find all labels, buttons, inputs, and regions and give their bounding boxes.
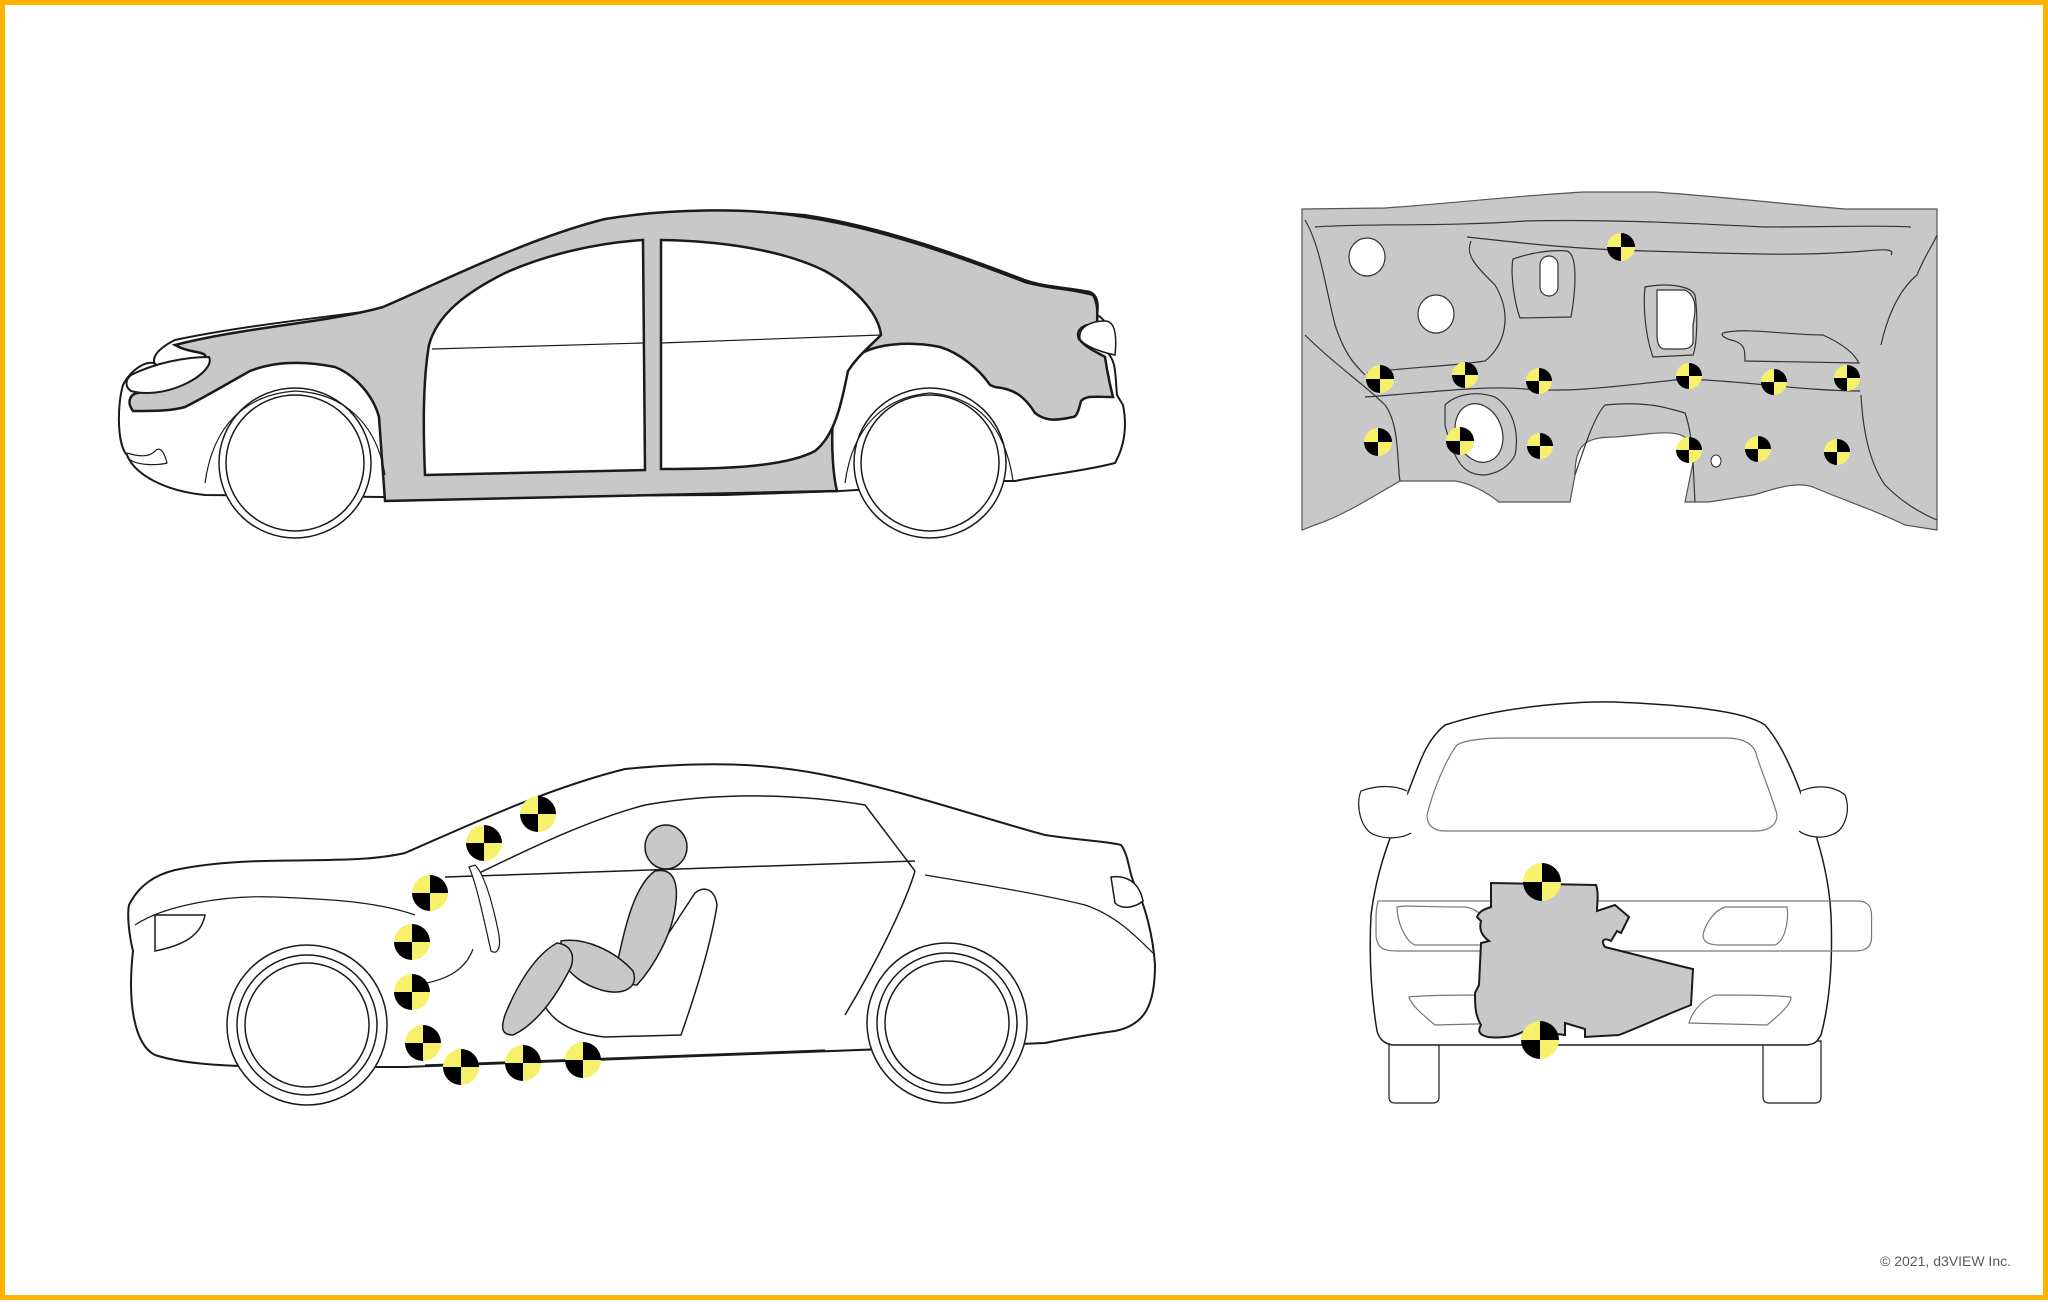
side-body-shell-panel (5, 5, 2048, 1305)
crash-target-marker-icon (1761, 369, 1787, 395)
car-side-occupant-drawing (127, 763, 1157, 1106)
crash-target-marker-icon (466, 825, 502, 861)
car-front-engine-drawing (1358, 701, 1873, 1104)
crash-target-marker-icon (405, 1025, 441, 1061)
crash-target-marker-icon (1364, 428, 1392, 456)
crash-target-marker-icon (1526, 368, 1552, 394)
crash-target-marker-icon (443, 1049, 479, 1085)
crash-target-marker-icon (1676, 363, 1702, 389)
crash-target-marker-icon (505, 1045, 541, 1081)
crash-target-marker-icon (394, 974, 430, 1010)
crash-target-marker-icon (565, 1042, 601, 1078)
crash-target-marker-icon (1366, 365, 1394, 393)
crash-target-marker-icon (1745, 436, 1771, 462)
crash-target-marker-icon (1676, 437, 1702, 463)
crash-target-marker-icon (1527, 433, 1553, 459)
crash-target-marker-icon (520, 796, 556, 832)
crash-target-marker-icon (1452, 362, 1478, 388)
crash-target-marker-icon (1834, 365, 1860, 391)
front-engine-panel (5, 5, 2048, 1305)
copyright-text: © 2021, d3VIEW Inc. (1880, 1253, 2011, 1269)
crash-target-marker-icon (1824, 439, 1850, 465)
crash-target-marker-icon (1521, 1021, 1559, 1059)
crash-target-marker-icon (1446, 427, 1474, 455)
crash-target-marker-icon (412, 875, 448, 911)
crash-target-marker-icon (1523, 863, 1561, 901)
side-occupant-panel (5, 5, 2048, 1305)
crash-target-marker-icon (1607, 233, 1635, 261)
crash-target-marker-icon (394, 924, 430, 960)
car-side-body-shell-drawing (117, 209, 1126, 539)
